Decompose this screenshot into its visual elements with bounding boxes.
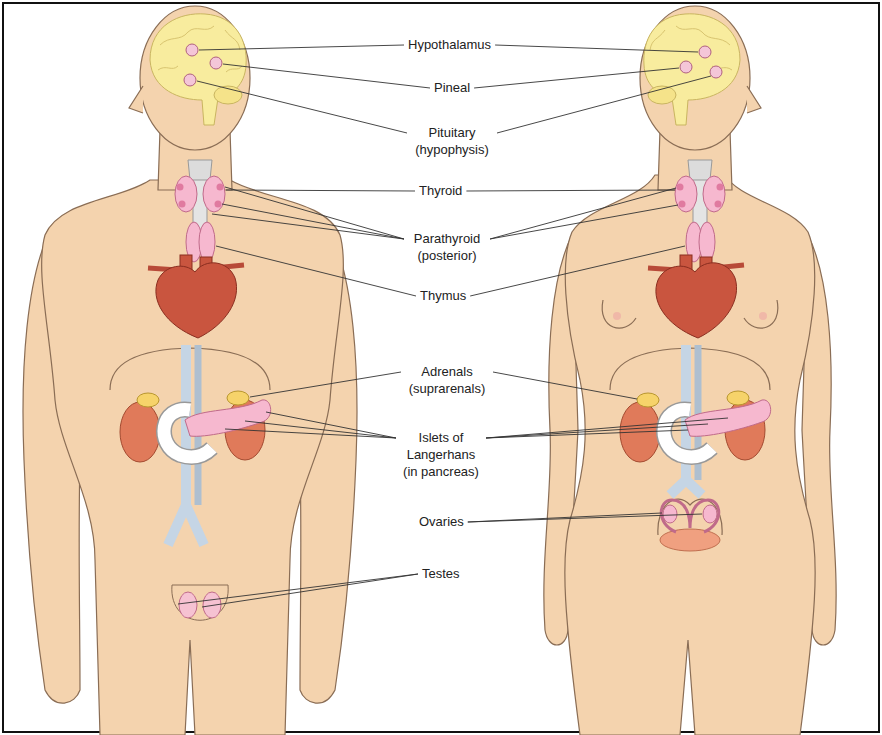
- nipple: [613, 312, 621, 320]
- adrenal-gland: [637, 393, 659, 407]
- uterus: [660, 529, 720, 551]
- leader-line: [470, 246, 685, 296]
- brain-fold: [650, 30, 665, 50]
- leader-line: [466, 190, 675, 191]
- pineal-gland: [210, 57, 222, 69]
- leader-line: [225, 429, 396, 438]
- leader-line: [178, 574, 418, 604]
- pituitary-gland: [184, 74, 196, 86]
- thyroid: [675, 176, 697, 212]
- scrotum: [172, 585, 228, 620]
- larynx: [188, 160, 212, 180]
- head: [640, 6, 750, 150]
- parathyroid: [717, 184, 724, 191]
- leader-line: [474, 68, 679, 88]
- heart: [156, 263, 237, 338]
- leader-line: [226, 190, 415, 191]
- heart: [656, 263, 737, 338]
- leader-line: [202, 574, 418, 607]
- parathyroid: [679, 201, 686, 208]
- adrenal-gland: [727, 391, 749, 405]
- parathyroid: [177, 184, 184, 191]
- brain-fold: [160, 26, 214, 45]
- leader-line: [486, 418, 728, 438]
- thyroid: [203, 176, 225, 212]
- brain-fold: [158, 66, 178, 70]
- fallopian-tube: [661, 500, 719, 532]
- organ-label: Thymus: [420, 287, 466, 304]
- pituitary-gland: [710, 66, 722, 78]
- leader-line: [212, 214, 404, 239]
- nose: [129, 86, 143, 113]
- leader-line: [197, 81, 407, 133]
- brain-fold: [676, 26, 730, 45]
- leader-line: [222, 204, 404, 239]
- thyroid: [703, 176, 725, 212]
- hypothalamus: [186, 44, 198, 56]
- leader-line: [468, 514, 702, 522]
- torso: [42, 180, 344, 735]
- breast: [744, 300, 778, 328]
- leader-line: [490, 188, 676, 239]
- organ-label: Ovaries: [419, 513, 464, 530]
- parathyroid: [677, 184, 684, 191]
- larynx: [688, 160, 712, 180]
- parathyroid: [217, 184, 224, 191]
- ovary: [663, 505, 677, 523]
- thymus: [699, 222, 715, 262]
- organ-label: Thyroid: [419, 182, 462, 199]
- leader-line: [495, 45, 698, 52]
- torso: [565, 175, 815, 735]
- leader-line: [486, 424, 708, 438]
- leader-line: [250, 372, 401, 397]
- brain: [150, 14, 246, 125]
- parathyroid: [215, 201, 222, 208]
- organ-label: Hypothalamus: [408, 36, 491, 53]
- brain-fold: [225, 30, 240, 50]
- leader-line: [266, 412, 396, 438]
- organ-label: Parathyroid (posterior): [408, 230, 486, 264]
- leader-line: [245, 421, 396, 438]
- testis: [203, 592, 221, 618]
- nipple: [759, 312, 767, 320]
- organ-label: Testes: [422, 565, 460, 582]
- breast: [602, 300, 636, 328]
- leader-line: [225, 187, 404, 239]
- ovary: [703, 505, 717, 523]
- leader-line: [490, 205, 678, 239]
- parathyroid: [179, 201, 186, 208]
- head: [140, 6, 250, 150]
- organ-label: Adrenals (suprarenals): [405, 363, 489, 397]
- nose: [747, 86, 761, 113]
- brain-fold: [226, 66, 242, 72]
- leader-line: [493, 372, 637, 399]
- leader-line: [497, 76, 711, 133]
- leader-line: [199, 45, 404, 50]
- brain: [644, 14, 740, 125]
- pineal-gland: [680, 61, 692, 73]
- organ-label: Pituitary (hypophysis): [411, 124, 493, 158]
- testis: [179, 592, 197, 618]
- thymus: [199, 222, 215, 262]
- organ-label: Islets of Langerhans (in pancreas): [400, 429, 482, 480]
- adrenal-gland: [137, 393, 159, 407]
- kidney: [120, 402, 160, 462]
- parathyroid: [715, 201, 722, 208]
- adrenal-gland: [227, 391, 249, 405]
- thyroid: [175, 176, 197, 212]
- leader-line: [223, 64, 430, 88]
- hypothalamus: [699, 46, 711, 58]
- leader-line: [216, 246, 416, 296]
- organ-label: Pineal: [434, 79, 470, 96]
